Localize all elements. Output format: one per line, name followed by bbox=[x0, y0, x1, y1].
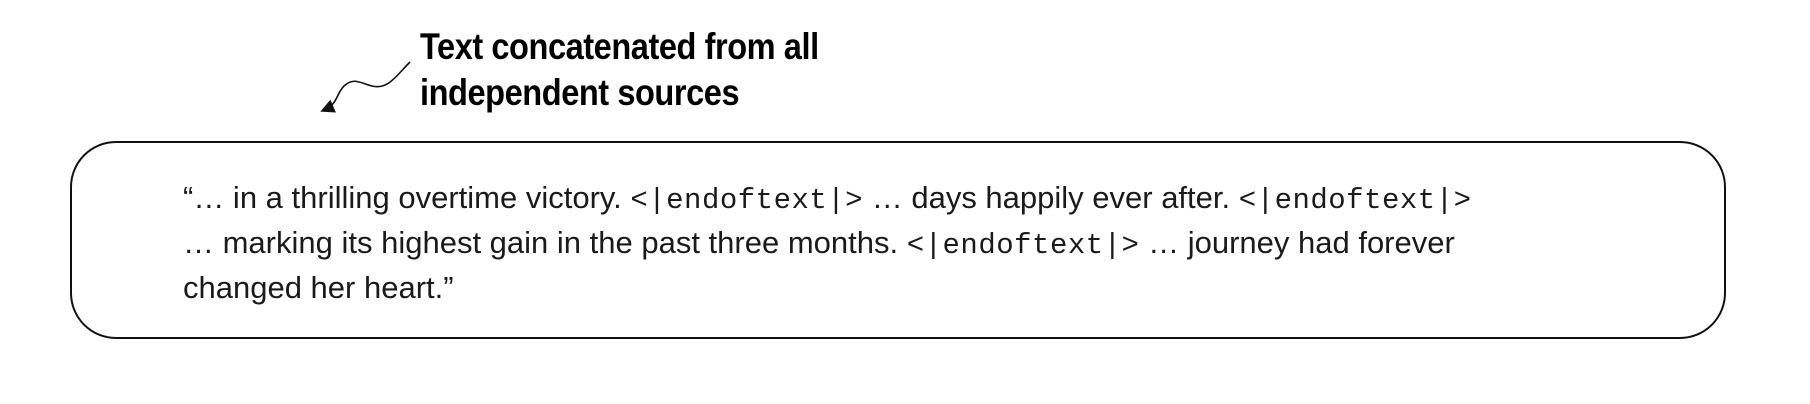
concatenated-text-box bbox=[70, 141, 1726, 339]
annotation-line-2: independent sources bbox=[420, 72, 740, 113]
endoftext-token: <|endoftext|> bbox=[1238, 184, 1472, 217]
concatenated-text: “… in a thrilling overtime victory. <|en… bbox=[183, 177, 1623, 309]
text-segment: … journey had forever bbox=[1148, 225, 1455, 260]
endoftext-token: <|endoftext|> bbox=[906, 229, 1140, 262]
text-line-1: “… in a thrilling overtime victory. <|en… bbox=[183, 177, 1623, 222]
callout-arrow-line bbox=[320, 61, 411, 113]
endoftext-token: <|endoftext|> bbox=[630, 184, 864, 217]
annotation-line-1: Text concatenated from all bbox=[420, 26, 819, 67]
text-line-2: … marking its highest gain in the past t… bbox=[183, 222, 1623, 267]
text-segment: changed her heart.” bbox=[183, 270, 454, 305]
text-segment: … days happily ever after. bbox=[871, 180, 1231, 215]
annotation-label: Text concatenated from all independent s… bbox=[420, 24, 819, 116]
text-segment: … marking its highest gain in the past t… bbox=[183, 225, 899, 260]
text-line-3: changed her heart.” bbox=[183, 267, 1623, 309]
text-segment: “… in a thrilling overtime victory. bbox=[183, 180, 622, 215]
